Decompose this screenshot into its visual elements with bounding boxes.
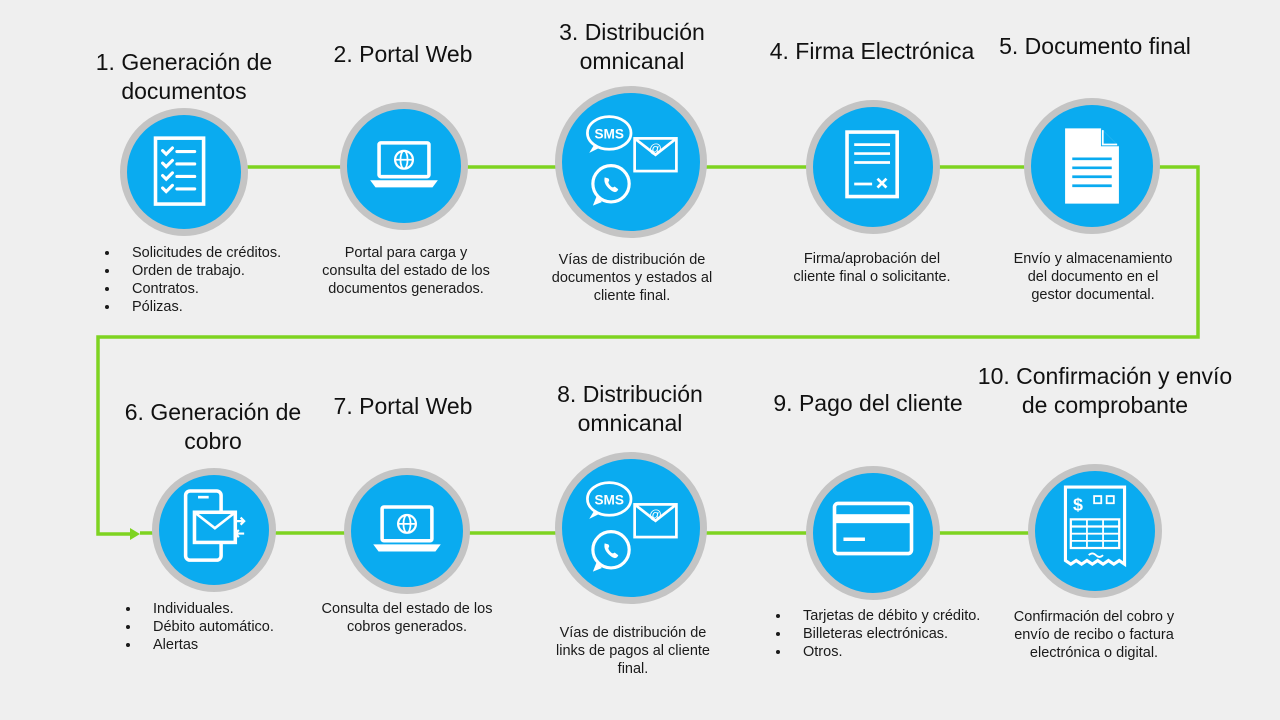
svg-text:@: @: [649, 141, 662, 156]
step-4-text: Firma/aprobación del cliente final o sol…: [793, 251, 951, 285]
step-5-circle: [1024, 98, 1160, 234]
step-8-circle: SMS @: [555, 452, 707, 604]
credit-card-icon: [832, 501, 914, 556]
step-1-bullet: Pólizas.: [120, 298, 330, 316]
step-2-title: 2. Portal Web: [333, 41, 473, 67]
step-8-text: Vías de distribución de links de pagos a…: [556, 625, 710, 677]
step-7-description: Consulta del estado de los cobros genera…: [312, 600, 502, 636]
step-6-bullet: Alertas: [141, 636, 301, 654]
step-6-circle: [152, 468, 276, 592]
step-9-bullet: Otros.: [791, 643, 991, 661]
step-4-circle: [806, 100, 940, 234]
step-9-bullet: Billeteras electrónicas.: [791, 625, 991, 643]
step-3-title: 3. Distribución omnicanal: [559, 19, 705, 74]
svg-text:$: $: [1073, 494, 1083, 514]
step-4-description: Firma/aprobación del cliente final o sol…: [792, 250, 952, 286]
checklist-icon: [153, 136, 206, 206]
step-10-description: Confirmación del cobro y envío de recibo…: [1008, 608, 1180, 662]
svg-text:@: @: [649, 507, 662, 522]
step-2-description: Portal para carga y consulta del estado …: [316, 244, 496, 298]
step-2-text: Portal para carga y consulta del estado …: [322, 245, 490, 297]
step-3-description: Vías de distribución de documentos y est…: [550, 251, 714, 305]
laptop-globe-icon: [370, 141, 438, 188]
sms-label: SMS: [594, 126, 624, 141]
step-8-description: Vías de distribución de links de pagos a…: [552, 624, 714, 678]
step-8-title: 8. Distribución omnicanal: [557, 381, 703, 436]
step-3-circle: SMS @: [555, 86, 707, 238]
step-1-bullet: Orden de trabajo.: [120, 262, 330, 280]
invoice-receipt-icon: $: [1063, 485, 1127, 568]
step-10-circle: $: [1028, 464, 1162, 598]
step-9-description: Tarjetas de débito y crédito. Billeteras…: [771, 607, 991, 661]
phone-email-icon: [183, 489, 246, 562]
step-3-text: Vías de distribución de documentos y est…: [551, 252, 713, 304]
row2-entry-arrow-icon: [130, 528, 140, 540]
step-7-text: Consulta del estado de los cobros genera…: [321, 601, 493, 635]
step-7-circle: [344, 468, 470, 594]
step-5-description: Envío y almacenamiento del documento en …: [1008, 250, 1178, 304]
step-1-title: 1. Generación de documentos: [95, 49, 273, 104]
step-5-text: Envío y almacenamiento del documento en …: [1013, 251, 1173, 303]
step-7-title: 7. Portal Web: [333, 393, 473, 419]
document-icon: [1065, 128, 1119, 204]
laptop-globe-icon: [373, 505, 441, 552]
sms-label: SMS: [594, 492, 624, 507]
step-6-bullet: Individuales.: [141, 600, 301, 618]
step-1-bullet: Solicitudes de créditos.: [120, 244, 330, 262]
step-6-bullet: Débito automático.: [141, 618, 301, 636]
step-6-title: 6. Generación de cobro: [124, 399, 302, 454]
step-4-title: 4. Firma Electrónica: [769, 38, 975, 64]
step-2-circle: [340, 102, 468, 230]
step-9-bullet: Tarjetas de débito y crédito.: [791, 607, 991, 625]
step-9-circle: [806, 466, 940, 600]
step-10-text: Confirmación del cobro y envío de recibo…: [1013, 609, 1175, 661]
sms-email-whatsapp-icon: SMS @: [586, 481, 678, 572]
signature-document-icon: [845, 130, 899, 199]
step-9-title: 9. Pago del cliente: [773, 390, 963, 416]
step-10-title: 10. Confirmación y envío de comprobante: [977, 363, 1233, 418]
step-5-title: 5. Documento final: [999, 33, 1191, 59]
step-1-bullet: Contratos.: [120, 280, 330, 298]
sms-email-whatsapp-icon: SMS @: [586, 115, 678, 206]
step-1-description: Solicitudes de créditos. Orden de trabaj…: [100, 244, 330, 316]
step-1-circle: [120, 108, 248, 236]
step-6-description: Individuales. Débito automático. Alertas: [121, 600, 301, 654]
